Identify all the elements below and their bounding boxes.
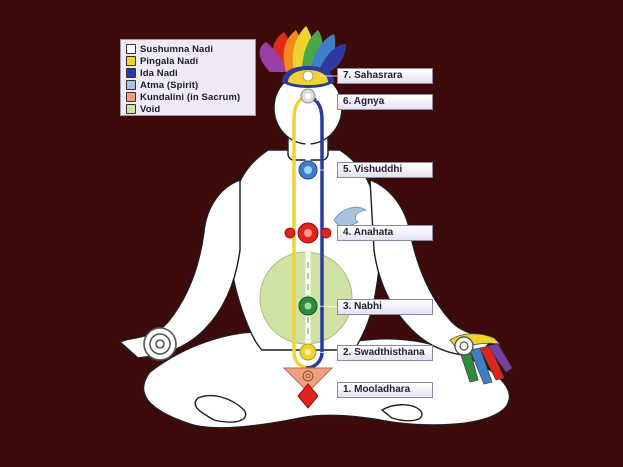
nabhi-chakra (298, 296, 318, 316)
right-hand-fingers (449, 333, 513, 385)
legend-item: Void (126, 103, 251, 115)
left-foot (194, 394, 247, 423)
legend-label: Kundalini (in Sacrum) (140, 91, 241, 103)
legend-item: Pingala Nadi (126, 55, 251, 67)
legend-swatch (126, 104, 136, 114)
legend-label: Sushumna Nadi (140, 43, 214, 55)
legend-swatch (126, 80, 136, 90)
swadhisthana-chakra (299, 343, 317, 361)
right-arm (369, 178, 494, 357)
legend-item: Sushumna Nadi (126, 43, 251, 55)
chakra-label-vishuddhi: 5. Vishuddhi (337, 162, 433, 178)
legend-label: Pingala Nadi (140, 55, 199, 67)
left-hand-circles (143, 327, 177, 361)
label-leaders (315, 75, 338, 397)
legend-swatch (126, 68, 136, 78)
legend-swatch (126, 92, 136, 102)
kundalini-sacrum (282, 367, 334, 393)
chakra-label-agnya: 6. Agnya (337, 94, 433, 110)
legend-label: Void (140, 103, 161, 115)
chakra-label-sahasrara: 7. Sahasrara (337, 68, 433, 84)
chakra-label-mooladhara: 1. Mooladhara (337, 382, 433, 398)
sahasrara-lotus (259, 26, 346, 88)
chakra-label-nabhi: 3. Nabhi (337, 299, 433, 315)
legend-item: Kundalini (in Sacrum) (126, 91, 251, 103)
legend-swatch (126, 44, 136, 54)
left-arm (118, 178, 241, 359)
vishuddhi-chakra (298, 160, 318, 180)
mooladhara-chakra (297, 383, 319, 409)
right-foot (380, 404, 423, 422)
legend-item: Ida Nadi (126, 67, 251, 79)
legend-label: Atma (Spirit) (140, 79, 199, 91)
legend-item: Atma (Spirit) (126, 79, 251, 91)
chakra-label-swadthisthana: 2. Swadthisthana (337, 345, 433, 361)
legend-swatch (126, 56, 136, 66)
legend: Sushumna Nadi Pingala Nadi Ida Nadi Atma… (120, 39, 256, 116)
agnya-chakra (300, 88, 316, 104)
chakra-label-anahata: 4. Anahata (337, 225, 433, 241)
legend-label: Ida Nadi (140, 67, 178, 79)
